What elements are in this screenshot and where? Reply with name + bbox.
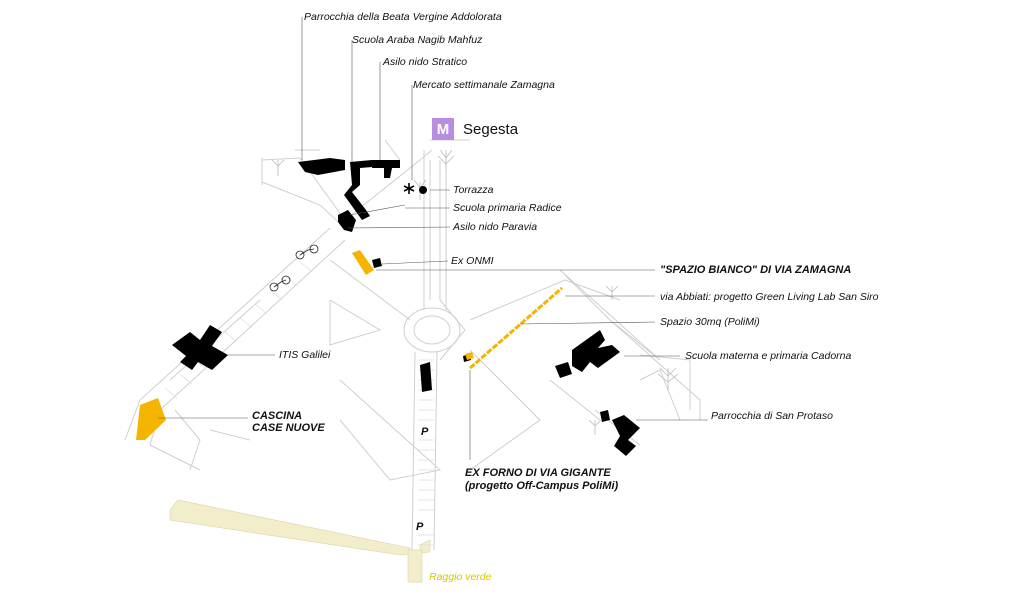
tree-icon bbox=[588, 419, 602, 435]
metro-station: M Segesta bbox=[432, 118, 518, 140]
label-mercato: Mercato settimanale Zamagna bbox=[413, 79, 555, 91]
raggio-verde-stub bbox=[407, 549, 423, 583]
building-ex-forno bbox=[420, 362, 432, 392]
building-san-protaso bbox=[612, 415, 640, 456]
label-torrazza: Torrazza bbox=[453, 184, 494, 196]
parking-icon: P bbox=[416, 521, 424, 533]
building-itis-galilei bbox=[172, 325, 228, 370]
tree-icon bbox=[605, 285, 619, 300]
building-scuola-cadorna bbox=[572, 330, 620, 372]
highlight-ex-onmi bbox=[352, 250, 374, 275]
label-spazio-bianco: "SPAZIO BIANCO" DI VIA ZAMAGNA bbox=[660, 264, 852, 276]
label-scuola-radice: Scuola primaria Radice bbox=[453, 202, 562, 214]
sw-avenue-ladder bbox=[164, 261, 313, 399]
label-scuola-cadorna: Scuola materna e primaria Cadorna bbox=[685, 350, 852, 362]
label-cascina-line2: CASE NUOVE bbox=[252, 422, 325, 434]
building-asilo-paravia bbox=[338, 210, 356, 232]
building-ex-onmi bbox=[372, 258, 382, 268]
building-asilo-stratico bbox=[372, 160, 400, 178]
highlight-via-abbiati bbox=[469, 286, 563, 370]
building-scuola-cadorna-2 bbox=[555, 362, 572, 378]
label-ex-forno-line1: EX FORNO DI VIA GIGANTE bbox=[465, 467, 611, 479]
highlight-cascina bbox=[136, 398, 166, 440]
tree-icon bbox=[657, 367, 679, 390]
label-spazio-30mq: Spazio 30mq (PoliMi) bbox=[660, 316, 760, 328]
label-ex-forno-line2: (progetto Off-Campus PoliMi) bbox=[465, 480, 619, 492]
building-parrocchia-beata bbox=[298, 158, 345, 175]
leader-lines bbox=[158, 17, 708, 460]
central-avenue-ladder bbox=[418, 359, 434, 546]
label-parrocchia-beata: Parrocchia della Beata Vergine Addolorat… bbox=[304, 11, 502, 23]
label-asilo-stratico: Asilo nido Stratico bbox=[383, 56, 468, 68]
label-asilo-paravia: Asilo nido Paravia bbox=[453, 221, 538, 233]
dot-marker-icon bbox=[419, 186, 427, 194]
highlights bbox=[136, 250, 474, 440]
highlight-ex-forno bbox=[465, 352, 474, 360]
label-raggio-verde: Raggio verde bbox=[429, 571, 492, 583]
building-scuola-araba bbox=[344, 160, 372, 220]
building-san-protaso-2 bbox=[600, 410, 610, 422]
label-cascina-line1: CASCINA bbox=[252, 410, 303, 422]
label-scuola-araba: Scuola Araba Nagib Mahfuz bbox=[352, 34, 483, 46]
parking-icon: P bbox=[421, 426, 429, 438]
raggio-verde-path bbox=[169, 499, 431, 583]
label-parrocchia-protaso: Parrocchia di San Protaso bbox=[711, 410, 833, 422]
metro-station-name: Segesta bbox=[463, 120, 519, 138]
metro-icon: M bbox=[432, 118, 454, 140]
asterisk-icon bbox=[403, 183, 415, 194]
label-ex-onmi: Ex ONMI bbox=[451, 255, 494, 267]
tree-icon bbox=[437, 149, 455, 170]
buildings bbox=[172, 158, 640, 456]
label-itis-galilei: ITIS Galilei bbox=[279, 349, 331, 361]
bicycle-icon bbox=[269, 244, 319, 292]
label-via-abbiati: via Abbiati: progetto Green Living Lab S… bbox=[660, 291, 879, 303]
road-network bbox=[124, 139, 701, 551]
tree-icon bbox=[271, 159, 285, 176]
tree-icon-group bbox=[271, 149, 679, 435]
